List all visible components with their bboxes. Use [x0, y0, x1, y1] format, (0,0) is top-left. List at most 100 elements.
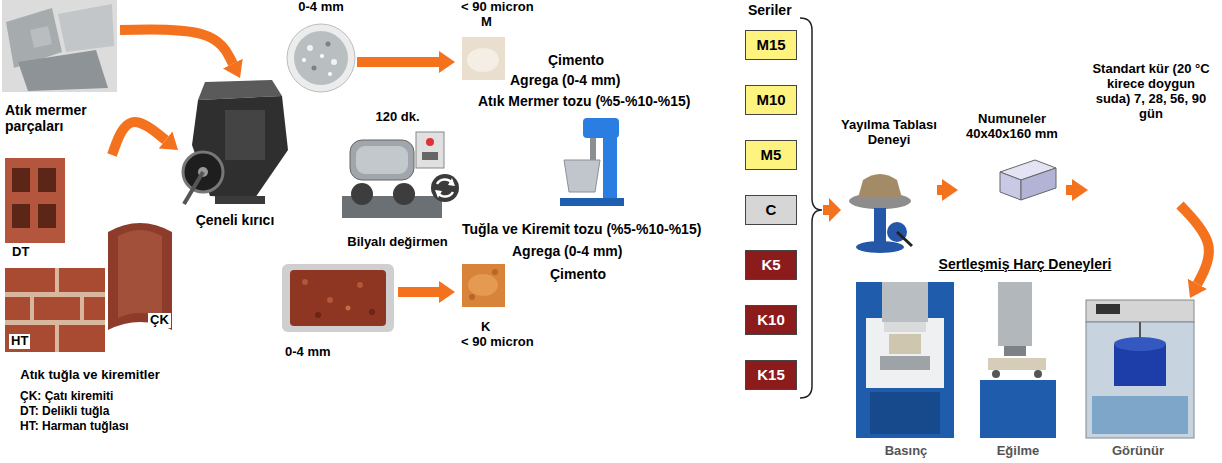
- flow-table: [874, 208, 886, 242]
- label-text: DT: [10, 245, 31, 260]
- mortar-mixer: [590, 138, 596, 160]
- process-arrow: [1180, 205, 1209, 284]
- node-text: K10: [746, 311, 796, 328]
- node-text: 0-4 mm: [285, 345, 398, 360]
- solid-brick-photo: [55, 325, 59, 352]
- ball-mill: [342, 132, 444, 218]
- rotation-icon: [431, 174, 459, 202]
- marble-photo: [18, 50, 108, 91]
- label-text: Atık Mermer tozu (%5-%10-%15): [478, 93, 690, 109]
- ball-mill: [350, 140, 414, 180]
- process-arrow: [120, 29, 233, 63]
- solid-brick-photo: [5, 268, 105, 352]
- aggregate-tray-photo: [327, 297, 333, 303]
- node-text: K: [461, 320, 547, 335]
- photo-panel: 0-4 mm: [280, 262, 398, 360]
- machine-panel: Çeneli kırıcı: [178, 78, 292, 228]
- water-absorption-setup: [1139, 322, 1141, 337]
- solid-brick-photo: [5, 320, 105, 325]
- curing-note: Standart kür (20 °C kirece doygun suda) …: [1088, 62, 1214, 205]
- perforated-brick-photo: [5, 158, 65, 243]
- brick-powder-photo: [461, 263, 506, 308]
- brick-powder-photo: [469, 294, 475, 300]
- process-arrow: [357, 57, 439, 67]
- aggregate-photo: [320, 54, 324, 58]
- marble-photo: [2, 0, 117, 92]
- series-bracket: [800, 18, 822, 398]
- node-text: M: [461, 15, 547, 30]
- water-absorption-setup: [1086, 300, 1194, 322]
- solid-brick-photo: [5, 292, 105, 297]
- compression-machine: [866, 318, 944, 388]
- process-arrow: [937, 185, 942, 195]
- marble-powder-photo: [461, 36, 506, 81]
- node-text: < 90 micron: [461, 0, 547, 15]
- node-text: Numuneler 40x40x160 mm: [958, 112, 1066, 142]
- brick-powder-photo: [461, 263, 506, 308]
- node-text: Sertleşmiş Harç Deneyleri: [845, 256, 1205, 272]
- flow-table: [856, 241, 904, 253]
- jaw-crusher: [225, 110, 265, 160]
- rotation-icon: [448, 178, 455, 186]
- label-text: Tuğla ve Kiremit tozu (%5-%10-%15): [462, 221, 701, 237]
- compression-machine: [856, 282, 954, 438]
- block-arrow: [823, 198, 841, 222]
- mortar-mixer: [564, 160, 600, 192]
- block-arrow: [823, 198, 841, 222]
- series-box: K5: [745, 250, 797, 280]
- node-text: Basınç: [850, 444, 962, 459]
- series-box: K15: [745, 360, 797, 390]
- water-absorption-setup: [1096, 304, 1120, 314]
- node-text: M10: [746, 91, 796, 108]
- node-text: Görünür: [1076, 444, 1200, 459]
- marble-photo: [30, 26, 52, 48]
- aggregate-tray-photo: [346, 306, 351, 311]
- flexure-machine: [992, 370, 1000, 378]
- marble-photo: [2, 0, 117, 92]
- marble-powder-photo: [467, 48, 499, 72]
- ball-mill: [422, 152, 438, 160]
- process-arrow: [1066, 185, 1072, 195]
- aggregate-photo: [287, 24, 355, 92]
- photo-panel: Atık mermer parçaları: [0, 0, 120, 134]
- flexure-machine: [1034, 370, 1042, 378]
- ball-mill: [416, 132, 444, 168]
- solid-brick-photo: [80, 297, 84, 320]
- compression-machine: [884, 322, 926, 332]
- series-bracket: [800, 18, 822, 398]
- series-box: C: [745, 195, 797, 225]
- jaw-crusher: [183, 80, 288, 204]
- photo-panel: 0-4 mm: [285, 0, 357, 95]
- mortar-mixer: [560, 118, 624, 206]
- rotation-icon: [431, 174, 459, 202]
- node-text: Çeneli kırıcı: [178, 212, 292, 228]
- perforated-brick-photo: [5, 158, 65, 243]
- label-text: Çimento: [548, 52, 604, 68]
- ball-mill: [426, 138, 434, 146]
- roof-tile-photo: [118, 230, 162, 318]
- mortar-mixer: [560, 198, 624, 206]
- ball-mill: [351, 183, 373, 205]
- brick-powder-photo: [468, 274, 498, 296]
- node-text: C: [746, 201, 796, 218]
- aggregate-photo: [287, 24, 355, 92]
- test-photo: Eğilme: [973, 280, 1063, 459]
- node-text: < 90 micron: [461, 335, 547, 350]
- powder-panel: < 90 micronM: [455, 0, 547, 82]
- node-text: Bilyalı değirmen: [335, 235, 460, 250]
- test-photo: Basınç: [850, 280, 962, 459]
- prism-specimen: [1021, 168, 1056, 200]
- compression-machine: [882, 282, 928, 322]
- label-text: Çimento: [550, 266, 606, 282]
- water-absorption-setup: [1086, 322, 1194, 438]
- process-arrow: [398, 287, 439, 297]
- node-text: 120 dk.: [335, 110, 460, 125]
- node-text: K15: [746, 366, 796, 383]
- aggregate-tray-photo: [357, 282, 363, 288]
- node-text: Eğilme: [973, 444, 1063, 459]
- test-group: Sertleşmiş Harç DeneyleriBasınç Eğilme Gör…: [845, 256, 1205, 459]
- label-text: Agrega (0-4 mm): [512, 243, 622, 259]
- flow-table: [849, 174, 912, 253]
- aggregate-photo: [328, 72, 332, 76]
- perforated-brick-photo: [38, 168, 56, 192]
